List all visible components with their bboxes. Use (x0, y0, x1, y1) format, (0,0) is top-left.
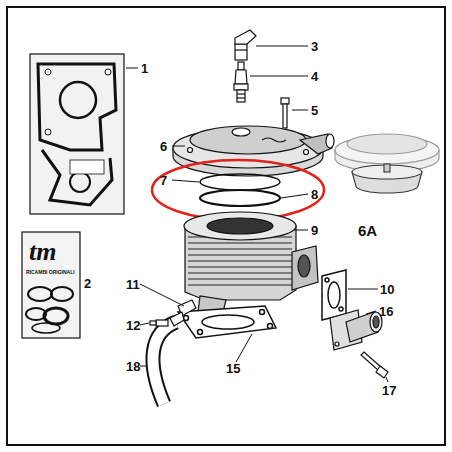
callout-number: 1 (141, 62, 148, 75)
callout-number: 9 (311, 224, 318, 237)
leader-line (250, 76, 308, 77)
callout-number: 7 (160, 174, 167, 187)
leader-line (172, 146, 185, 147)
gasket-kit (30, 54, 124, 214)
frame (7, 7, 445, 445)
spark-plug (234, 62, 248, 102)
callout-number: 6A (358, 223, 377, 238)
callout-number: 6 (160, 140, 167, 153)
callout-number: 8 (311, 188, 318, 201)
leader-line (294, 230, 308, 231)
leader-line (140, 366, 146, 367)
head-bolt (281, 98, 289, 128)
intake-gasket (322, 270, 346, 320)
callout-number: 18 (126, 360, 140, 373)
callout-number: 16 (379, 305, 393, 318)
leader-line (236, 334, 252, 362)
manifold-screw (361, 352, 388, 378)
leader-line (140, 284, 184, 306)
callout-number: 15 (226, 362, 240, 375)
leader-line (348, 289, 378, 290)
base-gasket (178, 306, 276, 338)
brand-logo-text: tm (29, 239, 56, 265)
leader-line (281, 194, 308, 198)
callout-number: 3 (311, 40, 318, 53)
callout-number: 5 (311, 104, 318, 117)
highlight-ring (152, 160, 324, 220)
leader-line (386, 377, 388, 382)
callout-number: 2 (84, 277, 91, 290)
leader-line (172, 180, 199, 182)
leader-line (366, 311, 376, 314)
hose (153, 322, 176, 404)
hose-clamp (150, 320, 168, 326)
leader-line (292, 110, 308, 111)
callout-number: 12 (126, 319, 140, 332)
cylinder-head (173, 126, 334, 176)
o-ring-kit (22, 232, 80, 338)
hose-fitting (170, 300, 196, 326)
callout-number: 10 (380, 283, 394, 296)
leader-line (140, 323, 149, 325)
o-rings (200, 174, 280, 206)
callout-number: 17 (382, 384, 396, 397)
cylinder-head-variant (335, 134, 439, 193)
callout-number: 4 (311, 70, 318, 83)
brand-logo-text: RICAMBI ORIGINALI (26, 270, 75, 275)
spark-plug-cap (235, 30, 256, 60)
intake-manifold (330, 310, 382, 350)
leader-line (126, 68, 138, 69)
cylinder (184, 212, 318, 316)
hose-fill (153, 322, 176, 404)
leader-line (256, 46, 308, 47)
callout-number: 11 (126, 278, 140, 291)
